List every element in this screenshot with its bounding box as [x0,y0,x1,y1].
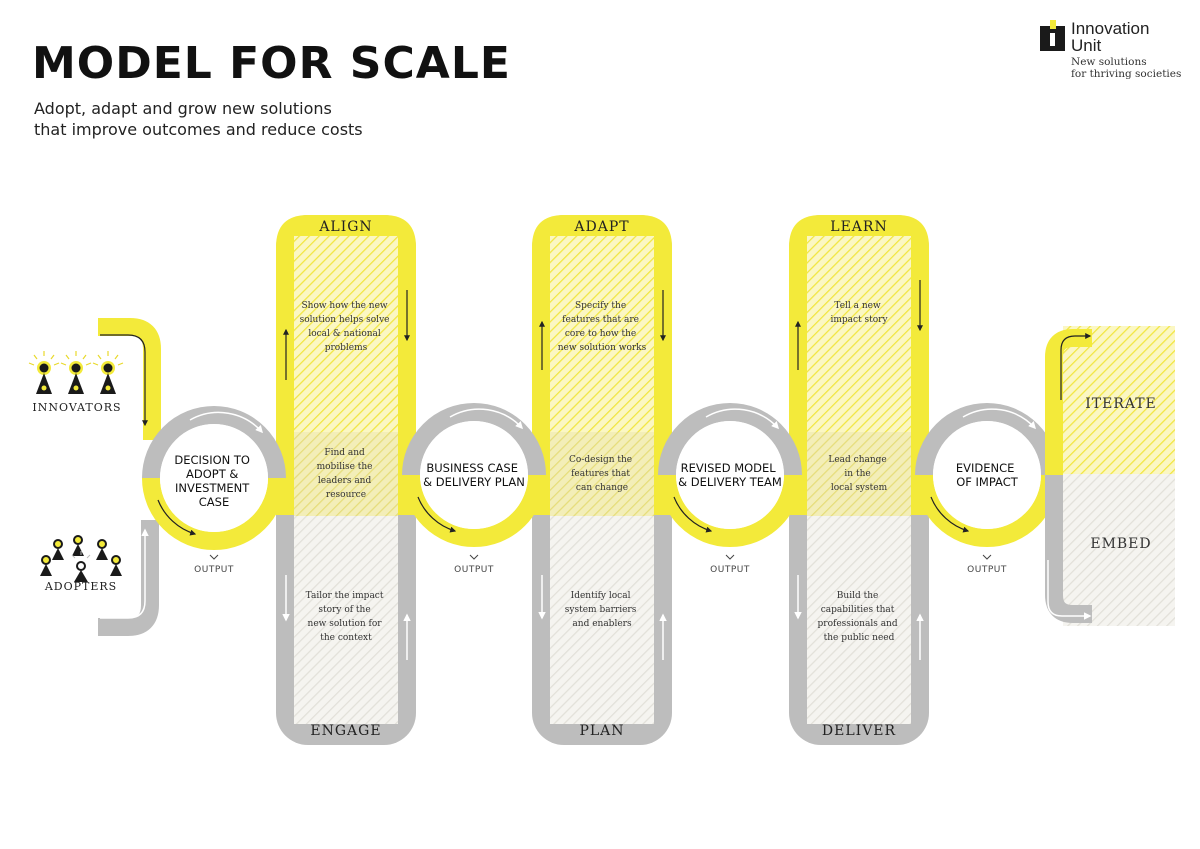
output-label: OUTPUT [710,565,750,575]
arrow-icon [930,496,970,533]
embed-label: EMBED [1090,536,1151,552]
chevron-down-icon [469,554,479,560]
middle-description: Co-design the features that can change [569,455,635,493]
middle-panel [550,432,654,516]
innovator-icon [60,351,92,394]
embed-panel [1063,474,1175,626]
subtitle-line: Adopt, adapt and grow new solutions [34,99,332,118]
arrow-icon [189,411,263,434]
middle-description: Lead change in the local system [828,455,889,493]
column-align-engage: ALIGN ENGAGE Show how the new solution h… [276,215,416,745]
decision-circle-2: BUSINESS CASE & DELIVERY PLAN OUTPUT [402,403,546,575]
middle-panel [294,432,398,516]
adopter-icon [96,539,108,560]
brand-tagline: New solutions for thriving societies [1071,56,1182,80]
decision-label: BUSINESS CASE & DELIVERY PLAN [423,461,525,489]
arrow-icon [449,408,524,430]
column-adapt-plan: ADAPT PLAN Specify the features that are… [532,215,672,745]
phase-label-plan: PLAN [579,723,624,739]
decision-circle-3: REVISED MODEL & DELIVERY TEAM OUTPUT [658,403,802,575]
arrow-icon [157,499,197,536]
lower-panel [294,516,398,724]
page-title: MODEL FOR SCALE [32,38,511,89]
arrow-icon [673,496,713,533]
arrow-right-icon [1060,333,1092,400]
lower-panel [807,516,911,724]
arrow-icon [705,408,780,430]
decision-label: REVISED MODEL & DELIVERY TEAM [678,461,782,489]
phase-label-deliver: DELIVER [822,723,896,739]
arrow-right-icon [1047,560,1092,620]
subtitle-line: that improve outcomes and reduce costs [34,120,363,139]
adopters-label: ADOPTERS [44,580,117,593]
adopter-icon [110,555,122,576]
adopter-icon [72,535,84,556]
output-label: OUTPUT [194,565,234,575]
middle-panel [807,432,911,516]
phase-label-adapt: ADAPT [573,219,629,235]
innovation-unit-mark-icon [1040,20,1065,51]
decision-circle-1: DECISION TO ADOPT & INVESTMENT CASE OUTP… [142,406,286,575]
phase-label-align: ALIGN [318,219,372,235]
entry-connector [98,318,161,636]
output-label: OUTPUT [454,565,494,575]
brand-name: Innovation Unit [1071,19,1150,55]
lower-panel [550,516,654,724]
upper-panel [294,236,398,432]
decision-circle-4: EVIDENCE OF IMPACT OUTPUT [915,403,1059,575]
phase-label-learn: LEARN [830,219,887,235]
innovators-label: INNOVATORS [32,401,121,414]
adopter-icon [71,551,91,582]
upper-panel [550,236,654,432]
innovator-icon [92,351,124,394]
iterate-panel [1063,326,1175,474]
lower-description: Identify local system barriers and enabl… [565,591,639,629]
upper-description: Tell a new impact story [830,301,888,325]
lower-description: Tailor the impact story of the new solut… [306,591,387,643]
arrow-icon [962,408,1037,430]
upper-description: Specify the features that are core to ho… [558,301,647,353]
chevron-down-icon [982,554,992,560]
arrow-up-icon [100,528,149,619]
chevron-down-icon [209,554,219,560]
lower-description: Build the capabilities that professional… [818,591,901,643]
middle-description: Find and mobilise the leaders and resour… [317,448,376,500]
column-learn-deliver: LEARN DELIVER Tell a new impact story Le… [789,215,929,745]
arrow-down-icon [100,334,148,427]
iterate-label: ITERATE [1085,396,1157,412]
decision-label: DECISION TO ADOPT & INVESTMENT CASE [174,453,253,509]
page-subtitle: Adopt, adapt and grow new solutions that… [34,98,363,140]
innovators-group: INNOVATORS [28,351,124,414]
chevron-down-icon [725,554,735,560]
adopters-group: ADOPTERS [40,535,122,593]
upper-description: Show how the new solution helps solve lo… [300,301,393,353]
adopter-icon [52,539,64,560]
arrow-icon [417,496,457,533]
phase-label-engage: ENGAGE [310,723,381,739]
decision-label: EVIDENCE OF IMPACT [956,461,1019,489]
adopter-icon [40,555,52,576]
final-stage: ITERATE EMBED [1045,326,1175,626]
upper-panel [807,236,911,432]
innovator-icon [28,351,60,394]
output-label: OUTPUT [967,565,1007,575]
